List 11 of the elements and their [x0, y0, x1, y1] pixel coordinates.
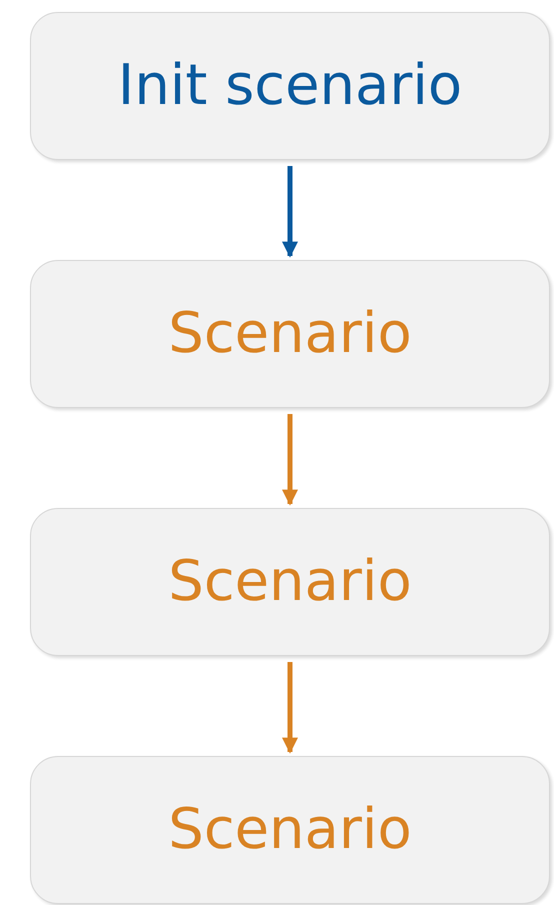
- arrow: [282, 414, 298, 506]
- box-label: Scenario: [168, 300, 412, 368]
- box-label: Scenario: [168, 796, 412, 864]
- process-box: [30, 260, 550, 408]
- arrow: [282, 662, 298, 754]
- process-box: [30, 508, 550, 656]
- box-label: Scenario: [168, 548, 412, 616]
- box-label: Init scenario: [118, 52, 462, 120]
- process-box: [30, 756, 550, 904]
- arrow: [282, 166, 298, 258]
- process-box: [30, 12, 550, 160]
